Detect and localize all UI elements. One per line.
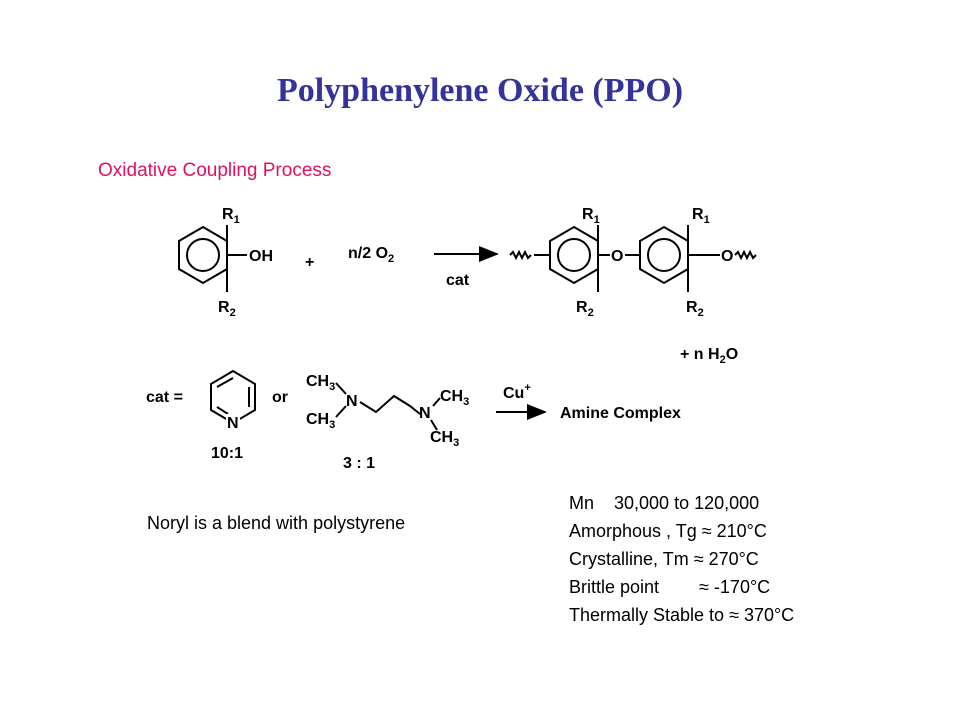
properties-list: Mn 30,000 to 120,000 Amorphous , Tg ≈ 21… [569, 489, 794, 629]
svg-text:CH3: CH3 [430, 429, 459, 449]
oxygen-reagent: n/2 O2 [348, 245, 394, 265]
ppo-product: R1 R2 O R1 R2 O [509, 206, 757, 319]
property-molecular-weight: Mn 30,000 to 120,000 [569, 493, 760, 513]
plus-sign: + [305, 254, 314, 271]
slide-title: Polyphenylene Oxide (PPO) [276, 72, 684, 109]
copper-ion: Cu+ [503, 382, 531, 402]
property-melting-point: Crystalline, Tm ≈ 270°C [569, 549, 759, 569]
svg-text:N: N [346, 393, 358, 410]
pyridine-ratio: 10:1 [211, 445, 243, 462]
chain-wavy-bond-right [734, 249, 757, 261]
product-r2-label-a: R2 [576, 299, 594, 319]
pyridine-structure: N [210, 369, 256, 432]
svg-text:CH3: CH3 [306, 373, 335, 393]
noryl-note: Noryl is a blend with polystyrene [147, 513, 406, 533]
process-subtitle: Oxidative Coupling Process [98, 160, 332, 181]
property-thermal-stability: Thermally Stable to ≈ 370°C [569, 605, 795, 625]
pyridine-nitrogen: N [227, 415, 239, 432]
ether-oxygen-b: O [721, 248, 733, 265]
tmeda-structure: CH3 CH3 N N CH3 CH3 [306, 373, 469, 449]
r2-label: R2 [218, 299, 236, 319]
catalyst-equals-label: cat = [146, 389, 183, 406]
r1-label: R1 [222, 206, 240, 226]
svg-text:N: N [419, 405, 431, 422]
product-r2-label-b: R2 [686, 299, 704, 319]
chain-wavy-bond-left [509, 249, 532, 261]
tmeda-ratio: 3 : 1 [343, 455, 375, 472]
catalyst-label: cat [446, 272, 470, 289]
property-glass-transition: Amorphous , Tg ≈ 210°C [569, 521, 767, 541]
hydroxyl-label: OH [249, 248, 273, 265]
or-label: or [272, 389, 288, 406]
svg-text:CH3: CH3 [440, 388, 469, 408]
product-r1-label-a: R1 [582, 206, 600, 226]
property-brittle-point: Brittle point ≈ -170°C [569, 577, 771, 597]
amine-complex-label: Amine Complex [560, 405, 681, 422]
ether-oxygen-a: O [611, 248, 623, 265]
product-r1-label-b: R1 [692, 206, 710, 226]
water-byproduct: + n H2O [680, 346, 738, 366]
svg-text:CH3: CH3 [306, 411, 335, 431]
phenol-reactant: R1 OH R2 [178, 206, 273, 319]
